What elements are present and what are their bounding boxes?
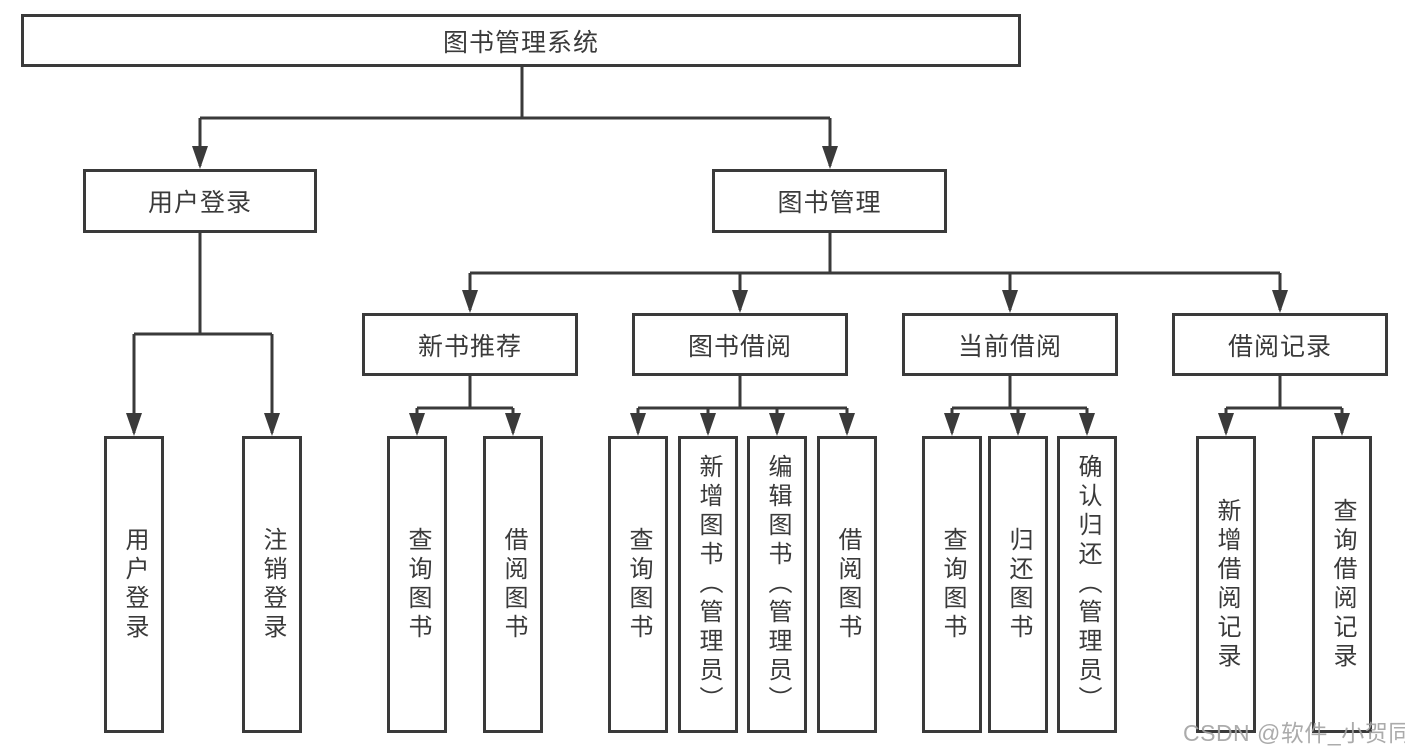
arrowhead-down-icon — [1218, 413, 1234, 436]
leaf-borrow-books: 借阅图书 — [483, 436, 543, 733]
connector-current-to-leaves — [944, 376, 1095, 436]
arrowhead-down-icon — [1272, 290, 1288, 313]
connector-line — [636, 376, 849, 433]
arrowhead-down-icon — [409, 413, 425, 436]
connector-recommend-to-leaves — [409, 376, 521, 436]
leaf-query-books: 查询图书 — [608, 436, 668, 733]
leaf-query-books: 查询图书 — [387, 436, 447, 733]
leaf-confirm-return-admin: 确认归还（管理员） — [1057, 436, 1117, 733]
node-label: 新增图书（管理员） — [695, 454, 722, 715]
node-label: 图书管理 — [777, 189, 882, 217]
leaf-query-borrow-record: 查询借阅记录 — [1312, 436, 1372, 733]
arrowhead-down-icon — [1079, 413, 1095, 436]
node-new-book-recommend: 新书推荐 — [362, 313, 578, 376]
node-label: 新增借阅记录 — [1213, 497, 1240, 672]
leaf-return-books: 归还图书 — [988, 436, 1048, 733]
arrowhead-down-icon — [1002, 290, 1018, 313]
node-book-borrow: 图书借阅 — [632, 313, 848, 376]
leaf-add-books-admin: 新增图书（管理员） — [678, 436, 738, 733]
arrowhead-down-icon — [1010, 413, 1026, 436]
leaf-query-books: 查询图书 — [922, 436, 982, 733]
connector-line — [132, 233, 274, 433]
node-label: 查询图书 — [625, 526, 652, 643]
arrowhead-down-icon — [732, 290, 748, 313]
leaf-borrow-books: 借阅图书 — [817, 436, 877, 733]
connector-borrow-to-leaves — [630, 376, 855, 436]
connector-line — [468, 233, 1282, 310]
leaf-user-login: 用户登录 — [104, 436, 164, 733]
connector-line — [1224, 376, 1344, 433]
node-label: 查询图书 — [404, 526, 431, 643]
arrowhead-down-icon — [700, 413, 716, 436]
node-book-management: 图书管理 — [712, 169, 947, 233]
leaf-logout: 注销登录 — [242, 436, 302, 733]
node-label: 图书借阅 — [687, 332, 792, 361]
csdn-watermark: CSDN @软件_小贺同学 — [1183, 720, 1405, 746]
arrowhead-down-icon — [1334, 413, 1350, 436]
arrowhead-down-icon — [630, 413, 646, 436]
node-label: 新书推荐 — [417, 332, 522, 361]
connector-records-to-leaves — [1218, 376, 1350, 436]
node-user-login: 用户登录 — [83, 169, 317, 233]
node-library-management-system: 图书管理系统 — [21, 14, 1021, 67]
arrowhead-down-icon — [944, 413, 960, 436]
leaf-add-borrow-record: 新增借阅记录 — [1196, 436, 1256, 733]
node-label: 当前借阅 — [957, 332, 1062, 361]
node-label: 确认归还（管理员） — [1074, 454, 1101, 715]
node-label: 查询图书 — [939, 526, 966, 643]
node-label: 编辑图书（管理员） — [764, 454, 791, 715]
node-label: 用户登录 — [147, 189, 252, 217]
leaf-edit-books-admin: 编辑图书（管理员） — [747, 436, 807, 733]
node-label: 图书管理系统 — [442, 28, 599, 57]
node-label: 借阅记录 — [1227, 332, 1332, 361]
node-label: 注销登录 — [259, 526, 286, 643]
connector-line — [198, 67, 832, 166]
connector-login-to-leaves — [126, 233, 280, 436]
arrowhead-down-icon — [462, 290, 478, 313]
arrowhead-down-icon — [192, 146, 208, 169]
connector-line — [415, 376, 515, 433]
node-label: 查询借阅记录 — [1329, 497, 1356, 672]
node-label: 归还图书 — [1005, 526, 1032, 643]
node-current-borrow: 当前借阅 — [902, 313, 1118, 376]
arrowhead-down-icon — [126, 413, 142, 436]
connector-management-to-level3 — [462, 233, 1288, 313]
node-label: 用户登录 — [121, 526, 148, 643]
node-label: 借阅图书 — [834, 526, 861, 643]
arrowhead-down-icon — [505, 413, 521, 436]
arrowhead-down-icon — [839, 413, 855, 436]
connector-root-to-level2 — [192, 67, 838, 169]
node-borrow-records: 借阅记录 — [1172, 313, 1388, 376]
arrowhead-down-icon — [769, 413, 785, 436]
arrowhead-down-icon — [822, 146, 838, 169]
node-label: 借阅图书 — [500, 526, 527, 643]
arrowhead-down-icon — [264, 413, 280, 436]
